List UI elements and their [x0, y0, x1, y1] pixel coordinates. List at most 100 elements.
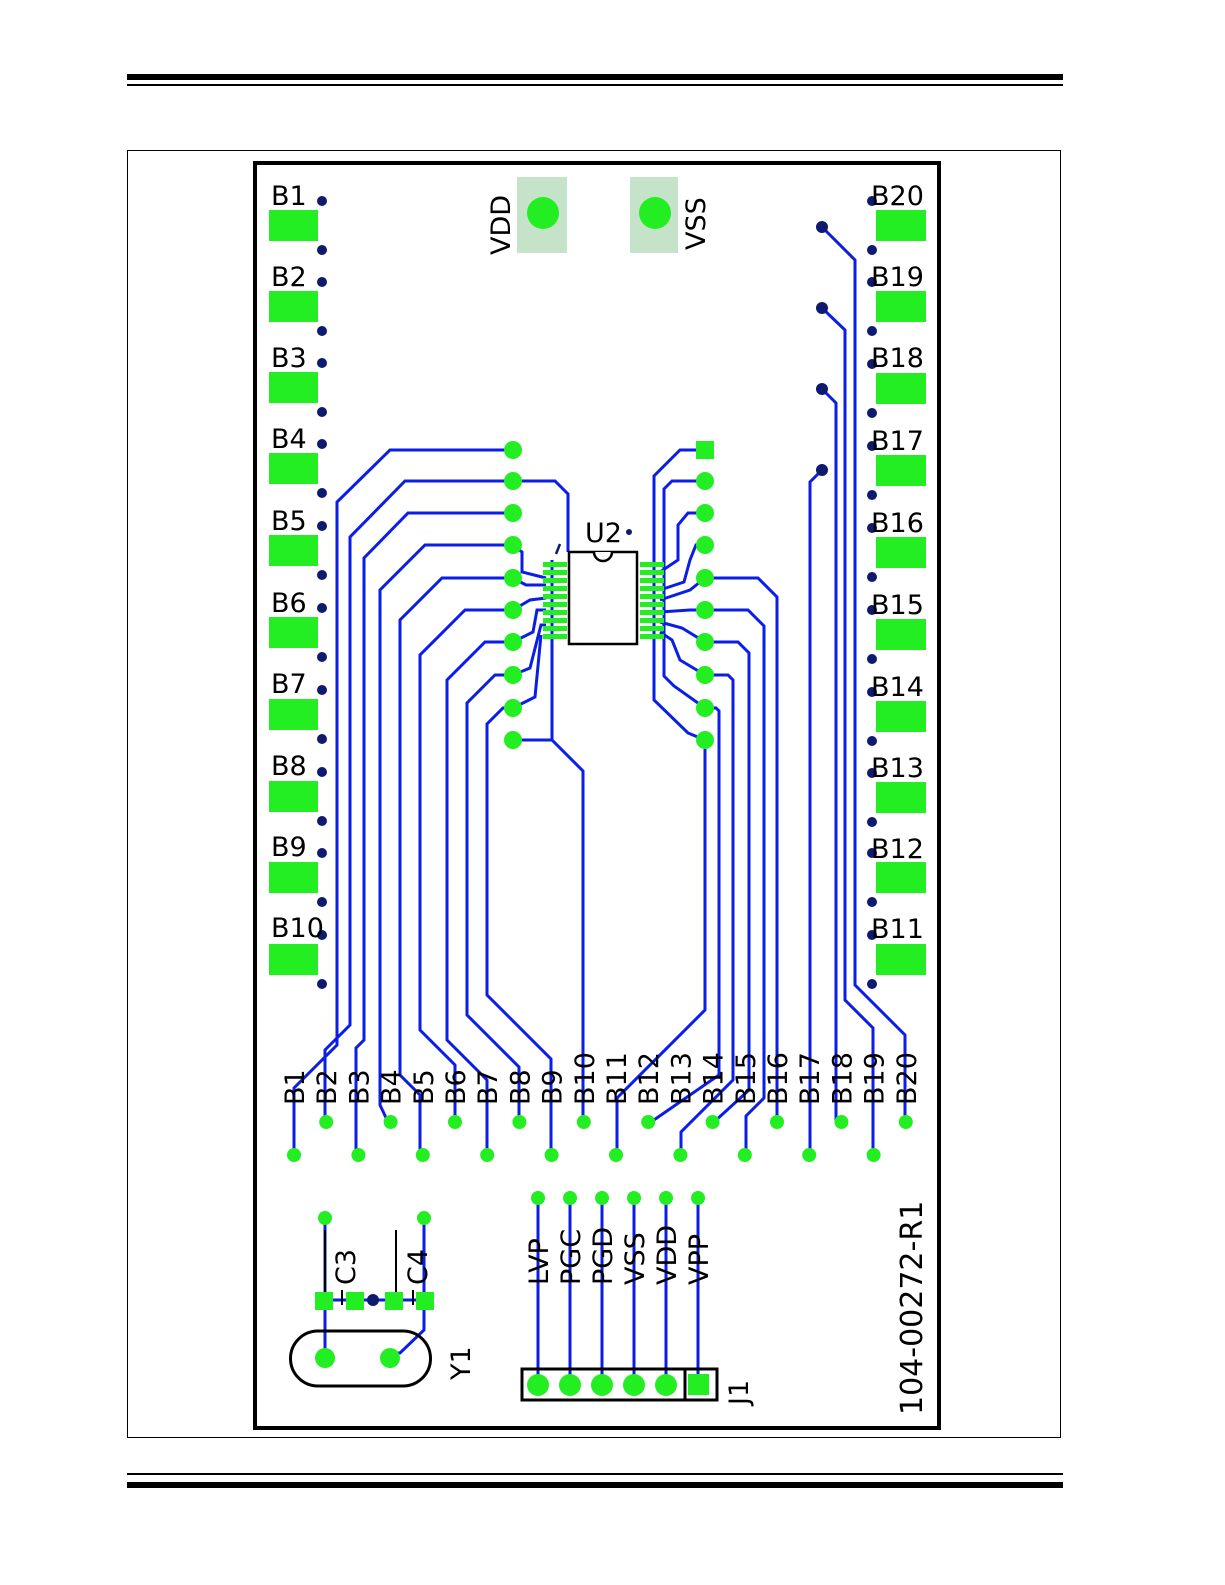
right-pad-label-b15: B15 — [871, 590, 924, 621]
inner-right-via-1 — [816, 221, 828, 233]
crystal-pad-2 — [380, 1348, 400, 1368]
c3-pad-a — [315, 1292, 333, 1310]
left-header-pin-5 — [504, 569, 522, 587]
left-header-pin-7 — [504, 633, 522, 651]
right-pad-label-b16: B16 — [871, 508, 924, 539]
bottom-pad-8 — [512, 1115, 526, 1129]
left-pad-label-b2: B2 — [271, 262, 307, 293]
vdd-test-point — [527, 197, 559, 229]
left-via-lower-9 — [317, 897, 327, 907]
ic-left-leg-8 — [543, 618, 567, 623]
bottom-label-b8: B8 — [505, 1069, 536, 1105]
bottom-label-b10: B10 — [570, 1052, 601, 1105]
bottom-pad-20 — [899, 1115, 913, 1129]
left-header-pin-9 — [504, 699, 522, 717]
left-edge-pad-b9 — [269, 862, 318, 893]
left-edge-pad-b1 — [269, 210, 318, 241]
right-via-lower-7 — [867, 736, 877, 746]
ic-right-leg-3 — [640, 578, 664, 583]
right-header-pin-9 — [696, 699, 714, 717]
bottom-label-b2: B2 — [312, 1069, 343, 1105]
right-pad-label-b20: B20 — [871, 181, 924, 212]
left-via-upper-5 — [317, 521, 327, 531]
left-pad-label-b6: B6 — [271, 588, 307, 619]
right-pad-label-b17: B17 — [871, 426, 924, 457]
bottom-label-b7: B7 — [473, 1069, 504, 1105]
header-label-pgd: PGD — [588, 1227, 619, 1285]
left-via-lower-1 — [317, 245, 327, 255]
left-header-pin-6 — [504, 601, 522, 619]
c3-pad-b — [346, 1292, 364, 1310]
j1-pin-6 — [527, 1374, 549, 1396]
right-via-lower-8 — [867, 817, 877, 827]
j1-pin-5 — [559, 1374, 581, 1396]
bottom-pad-19 — [867, 1148, 881, 1162]
bottom-pad-18 — [834, 1115, 848, 1129]
ic-left-leg-10 — [543, 634, 567, 639]
left-pad-label-b4: B4 — [271, 424, 307, 455]
j1-pin-3 — [623, 1374, 645, 1396]
left-header-pin-3 — [504, 504, 522, 522]
bottom-label-b13: B13 — [666, 1052, 697, 1105]
right-via-lower-4 — [867, 490, 877, 500]
left-via-upper-7 — [317, 685, 327, 695]
left-via-lower-4 — [317, 488, 327, 498]
ic-label: U2 — [585, 518, 622, 549]
left-via-lower-6 — [317, 652, 327, 662]
right-via-lower-10 — [867, 979, 877, 989]
right-via-lower-9 — [867, 897, 877, 907]
left-via-upper-3 — [317, 358, 327, 368]
left-pad-label-b10: B10 — [271, 913, 324, 944]
left-via-upper-4 — [317, 439, 327, 449]
left-edge-pad-b2 — [269, 291, 318, 322]
trace-35 — [822, 389, 836, 1122]
bottom-label-b18: B18 — [827, 1052, 858, 1105]
ic-right-leg-8 — [640, 618, 664, 623]
bottom-pad-15 — [738, 1148, 752, 1162]
bottom-pad-14 — [706, 1115, 720, 1129]
trace-34 — [822, 308, 873, 1155]
cap-junction-via — [367, 1294, 379, 1306]
bottom-label-b5: B5 — [409, 1069, 440, 1105]
ic-right-leg-1 — [640, 562, 664, 567]
left-edge-pad-b5 — [269, 535, 318, 566]
left-via-lower-10 — [317, 979, 327, 989]
bottom-label-b16: B16 — [763, 1052, 794, 1105]
right-via-lower-3 — [867, 408, 877, 418]
ic-right-leg-7 — [640, 610, 664, 615]
right-header-pin-8 — [696, 666, 714, 684]
left-pad-label-b3: B3 — [271, 343, 307, 374]
bottom-pad-6 — [448, 1115, 462, 1129]
ic-left-leg-1 — [543, 562, 567, 567]
right-edge-pad-b12 — [876, 862, 926, 893]
right-pad-label-b12: B12 — [871, 834, 924, 865]
bottom-pad-3 — [351, 1148, 365, 1162]
bottom-label-b15: B15 — [731, 1052, 762, 1105]
header-outline — [522, 1369, 717, 1400]
left-pad-label-b1: B1 — [271, 181, 307, 212]
left-header-pin-2 — [504, 472, 522, 490]
left-pad-label-b7: B7 — [271, 669, 307, 700]
header-trace-pad-6 — [691, 1191, 705, 1205]
ic-right-leg-4 — [640, 586, 664, 591]
ic-left-leg-6 — [543, 602, 567, 607]
crystal-outline — [291, 1331, 431, 1386]
right-edge-pad-b18 — [876, 373, 926, 404]
right-header-pin-5 — [696, 569, 714, 587]
left-edge-pad-b10 — [269, 944, 318, 975]
bottom-pad-16 — [770, 1115, 784, 1129]
header-trace-pad-2 — [563, 1191, 577, 1205]
ic-right-leg-2 — [640, 570, 664, 575]
inner-right-via-2 — [816, 302, 828, 314]
left-edge-pad-b7 — [269, 699, 318, 730]
left-pad-label-b5: B5 — [271, 506, 307, 537]
bottom-pad-1 — [287, 1148, 301, 1162]
vdd-label: VDD — [486, 195, 517, 255]
bottom-label-b9: B9 — [538, 1069, 569, 1105]
bottom-pad-10 — [577, 1115, 591, 1129]
right-edge-pad-b13 — [876, 782, 926, 813]
left-header-pin-10 — [504, 731, 522, 749]
ic-pin1-dot — [626, 529, 632, 535]
right-via-lower-1 — [867, 245, 877, 255]
